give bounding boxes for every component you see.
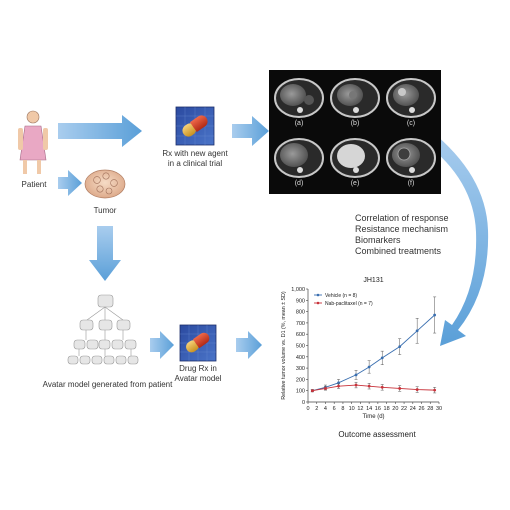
x-tick-label: 24: [410, 406, 416, 412]
notes-list: Correlation of response Resistance mecha…: [355, 213, 485, 257]
ct-caption-d: (d): [294, 180, 304, 187]
legend-marker-0: [316, 293, 320, 297]
ct-caption-c: (c): [406, 120, 416, 127]
data-point-1: [310, 389, 314, 393]
drug-avatar-icon: [179, 324, 217, 362]
data-point-0: [398, 345, 402, 349]
x-tick-label: 30: [436, 406, 442, 412]
x-tick-label: 22: [401, 406, 407, 412]
patient-label: Patient: [21, 180, 47, 189]
x-tick-label: 16: [375, 406, 381, 412]
tumor-label: Tumor: [93, 206, 117, 215]
arrow-patient-to-tumor: [58, 170, 82, 196]
rx-trial-label-line1: Rx with new agent: [162, 149, 228, 158]
ct-caption-b: (b): [350, 120, 360, 127]
x-tick-label: 28: [427, 406, 433, 412]
tumor-icon: [84, 169, 126, 199]
x-tick-label: 18: [384, 406, 390, 412]
ct-caption-a: (a): [294, 120, 304, 127]
rx-trial-label-line2: in a clinical trial: [167, 159, 223, 168]
y-tick-label: 800: [296, 310, 305, 316]
data-point-1: [398, 387, 402, 390]
drug-rx-label-line1: Drug Rx in: [179, 364, 217, 373]
note-item: Combined treatments: [355, 246, 442, 256]
data-point-1: [367, 384, 371, 388]
data-point-1: [380, 385, 384, 389]
legend-label-0: Vehicle (n = 8): [325, 293, 357, 299]
y-tick-label: 200: [296, 377, 305, 383]
avatar-label: Avatar model generated from patient: [42, 380, 173, 389]
patient-icon: [18, 110, 48, 174]
y-tick-label: 0: [302, 400, 305, 406]
data-point-0: [433, 313, 437, 317]
note-item: Biomarkers: [355, 235, 401, 245]
y-tick-label: 400: [296, 355, 305, 361]
data-point-1: [415, 388, 419, 391]
x-tick-label: 6: [333, 406, 336, 412]
y-tick-label: 300: [296, 366, 305, 372]
drug-trial-icon: [175, 106, 215, 146]
arrow-ct-to-outcome: [424, 130, 489, 346]
x-tick-label: 2: [315, 406, 318, 412]
y-tick-label: 1,000: [291, 287, 305, 293]
y-tick-label: 100: [296, 389, 305, 395]
x-tick-label: 26: [418, 406, 424, 412]
y-tick-label: 900: [296, 298, 305, 304]
data-point-0: [367, 365, 371, 369]
x-tick-label: 12: [357, 406, 363, 412]
y-tick-label: 700: [296, 321, 305, 327]
data-point-0: [415, 329, 419, 333]
y-tick-label: 500: [296, 344, 305, 350]
avatar-tree-icon: [67, 294, 139, 365]
x-tick-label: 4: [324, 406, 327, 412]
chart-title: JH131: [363, 277, 383, 284]
legend-label-1: Nab-paclitaxel (n = 7): [325, 301, 373, 307]
data-point-1: [337, 384, 340, 388]
x-tick-label: 8: [341, 406, 344, 412]
y-tick-label: 600: [296, 332, 305, 338]
x-axis-label: Time (d): [362, 414, 384, 420]
legend-marker-1: [316, 301, 320, 305]
series-line-0: [312, 314, 435, 392]
x-tick-label: 14: [366, 406, 372, 412]
data-point-0: [380, 356, 384, 360]
note-item: Correlation of response: [355, 213, 449, 223]
outcome-label: Outcome assessment: [338, 430, 416, 439]
drug-rx-label: Drug Rx in Avatar model: [170, 364, 226, 384]
note-item: Resistance mechanism: [355, 224, 449, 234]
data-point-0: [354, 373, 358, 377]
data-point-1: [324, 387, 327, 390]
data-point-1: [433, 388, 437, 392]
arrow-trial-to-ct: [232, 116, 269, 146]
arrow-patient-to-trial: [58, 115, 142, 147]
rx-trial-label: Rx with new agent in a clinical trial: [150, 149, 240, 169]
x-tick-label: 20: [392, 406, 398, 412]
data-point-1: [354, 383, 358, 387]
ct-caption-e: (e): [350, 180, 360, 187]
drug-rx-label-line2: Avatar model: [174, 374, 222, 383]
ct-caption-f: (f): [407, 180, 415, 187]
x-tick-label: 0: [306, 406, 309, 412]
arrow-drug-to-outcome: [236, 331, 262, 359]
arrow-tumor-to-avatar: [89, 226, 121, 281]
x-tick-label: 10: [349, 406, 355, 412]
ct-scan-grid: (a) (b) (c) (d) (e) (f): [269, 70, 441, 194]
ct-scan-images: [274, 78, 436, 178]
arrow-avatar-to-drug: [150, 331, 174, 359]
data-point-0: [337, 381, 340, 385]
y-axis-label: Relative tumor volume vs. D1 (%, mean ± …: [281, 291, 287, 400]
